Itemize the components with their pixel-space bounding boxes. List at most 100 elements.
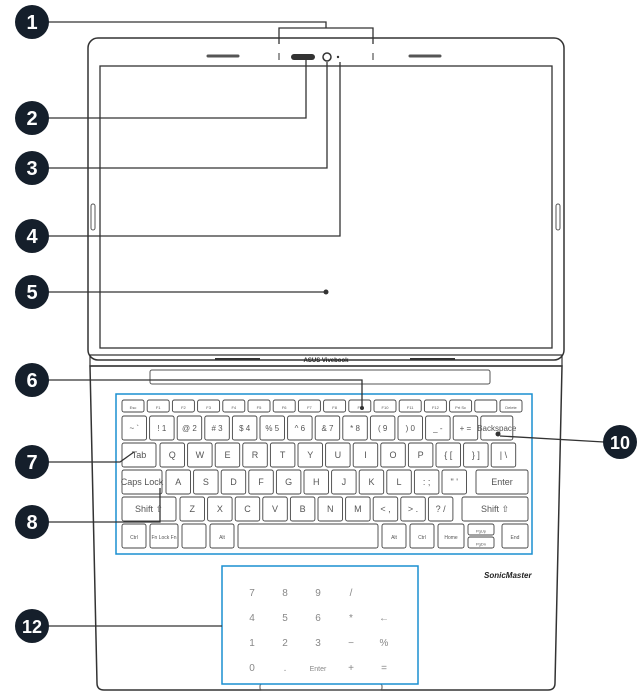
svg-text:10: 10 <box>610 433 630 453</box>
key-label: Delete <box>505 405 517 410</box>
key-label: { [ <box>444 450 453 460</box>
key-label: Ctrl <box>418 535 426 541</box>
key <box>331 469 357 495</box>
laptop-base <box>89 365 563 691</box>
key <box>499 399 523 413</box>
key <box>358 469 385 495</box>
key-label: } ] <box>472 450 480 460</box>
key <box>381 523 407 549</box>
key <box>171 399 195 413</box>
svg-text:1: 1 <box>26 12 37 34</box>
key <box>187 442 213 468</box>
numberpad-label: − <box>348 638 354 649</box>
key <box>409 523 435 549</box>
key <box>262 496 288 522</box>
base-notch <box>259 683 383 691</box>
key <box>372 496 399 522</box>
numberpad-label: 2 <box>282 638 288 649</box>
key <box>214 442 241 468</box>
webcam-shield <box>291 54 315 60</box>
key-label: F <box>258 477 264 487</box>
key-label: F1 <box>156 405 161 410</box>
key <box>242 442 268 468</box>
callout-10-dot <box>495 431 501 437</box>
key <box>397 415 423 441</box>
key <box>317 496 343 522</box>
svg-text:8: 8 <box>26 512 37 534</box>
key <box>314 415 341 441</box>
key-label: % 5 <box>265 424 279 433</box>
key <box>179 496 205 522</box>
callout-7: 7 <box>15 445 49 479</box>
key-label: Prt Sc <box>455 405 466 410</box>
key <box>437 523 465 549</box>
key-label: Backspace <box>477 424 517 433</box>
key <box>441 469 467 495</box>
keyboard-area <box>115 393 533 555</box>
key-label: ( 9 <box>378 424 388 433</box>
numberpad-label: 8 <box>282 588 288 599</box>
key-label: * 8 <box>350 424 360 433</box>
key <box>220 469 247 495</box>
key <box>427 496 454 522</box>
callout-4: 4 <box>15 219 49 253</box>
key <box>303 469 329 495</box>
numberpad-label: 3 <box>315 638 321 649</box>
key-label: ? / <box>436 504 447 514</box>
key-label: B <box>300 504 306 514</box>
key-label: Caps Lock <box>121 477 164 487</box>
key-label: K <box>368 477 374 487</box>
key <box>348 399 372 413</box>
key-label: G <box>285 477 292 487</box>
key <box>407 442 434 468</box>
key <box>149 415 175 441</box>
display-panel <box>99 65 553 349</box>
key-label: # 3 <box>211 424 223 433</box>
key <box>501 523 529 549</box>
key <box>121 399 145 413</box>
key-label: S <box>203 477 209 487</box>
display-brand-logo: ASUS Vivebook <box>304 358 350 364</box>
callout-6: 6 <box>15 363 49 397</box>
key <box>159 442 185 468</box>
key-label: > . <box>408 504 418 514</box>
key <box>149 523 179 549</box>
key <box>373 399 397 413</box>
key-label: @ 2 <box>182 424 197 433</box>
key-label: F2 <box>181 405 186 410</box>
camera-icon <box>322 52 332 62</box>
key <box>425 415 451 441</box>
key <box>234 496 261 522</box>
key-label: T <box>280 450 286 460</box>
key <box>435 442 461 468</box>
numberpad-label: + <box>348 663 354 674</box>
callout-2: 2 <box>15 101 49 135</box>
key <box>400 496 426 522</box>
numberpad-label: * <box>349 613 353 624</box>
key-label: V <box>272 504 278 514</box>
key <box>463 442 489 468</box>
key-label: F3 <box>206 405 211 410</box>
numberpad-label: Enter <box>310 666 327 673</box>
key <box>247 399 271 413</box>
numberpad-label: 6 <box>315 613 321 624</box>
key-label: E <box>224 450 230 460</box>
numberpad-label: / <box>350 588 353 599</box>
key-label: Enter <box>491 477 513 487</box>
key <box>369 415 396 441</box>
key <box>287 415 313 441</box>
key <box>386 469 412 495</box>
key-label: F12 <box>432 405 440 410</box>
key <box>352 442 379 468</box>
key-label: F10 <box>382 405 390 410</box>
svg-text:2: 2 <box>26 108 37 130</box>
key <box>248 469 274 495</box>
key <box>342 415 368 441</box>
key-label: Fn Lock Fn <box>151 535 176 541</box>
key <box>461 496 529 522</box>
callout-12: 12 <box>15 609 49 643</box>
key-label: I <box>364 450 367 460</box>
key-label: L <box>397 477 402 487</box>
base-hinge-bar <box>149 369 491 385</box>
